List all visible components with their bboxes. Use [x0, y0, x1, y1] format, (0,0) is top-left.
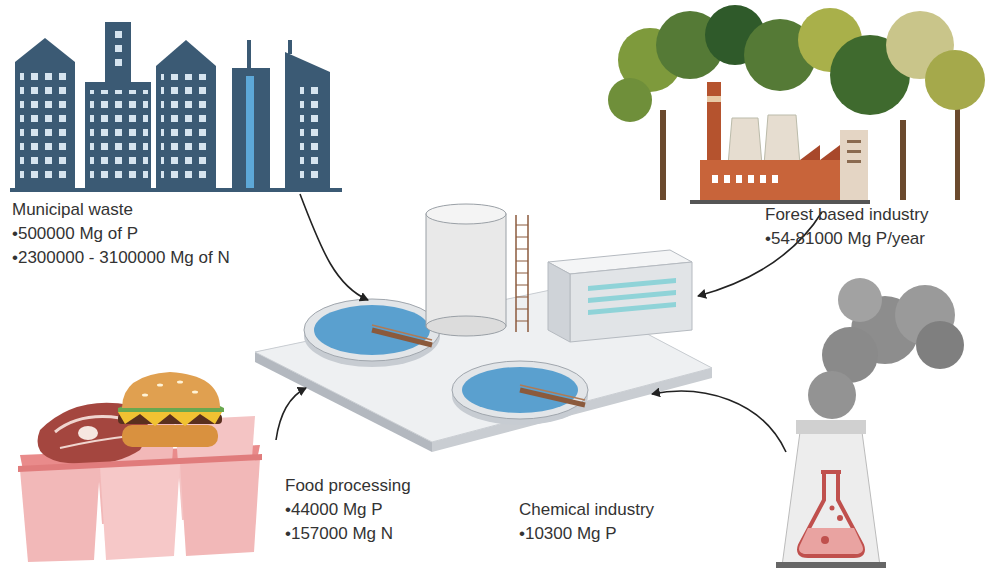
quantity-item: •44000 Mg P — [285, 498, 411, 522]
quantity-item: •500000 Mg of P — [12, 222, 230, 246]
chemical-illustration — [776, 278, 964, 568]
source-label: Forest based industry•54-81000 Mg P/year — [765, 203, 928, 251]
quantity-item: •54-81000 Mg P/year — [765, 227, 928, 251]
city-buildings — [10, 22, 342, 192]
quantity-item: •2300000 - 3100000 Mg of N — [12, 246, 230, 270]
quantity-item: •157000 Mg N — [285, 522, 411, 546]
source-label: Municipal waste•500000 Mg of P•2300000 -… — [12, 198, 230, 270]
source-name: Municipal waste — [12, 198, 230, 222]
source-name: Chemical industry — [519, 498, 654, 522]
source-label: Chemical industry•10300 Mg P — [519, 498, 654, 546]
source-name: Forest based industry — [765, 203, 928, 227]
flow-arrows — [276, 194, 822, 452]
food-illustration — [18, 372, 262, 562]
treatment-plant — [255, 204, 712, 452]
quantity-item: •10300 Mg P — [519, 522, 654, 546]
source-name: Food processing — [285, 474, 411, 498]
source-label: Food processing•44000 Mg P•157000 Mg N — [285, 474, 411, 546]
forest-factory — [608, 5, 985, 204]
